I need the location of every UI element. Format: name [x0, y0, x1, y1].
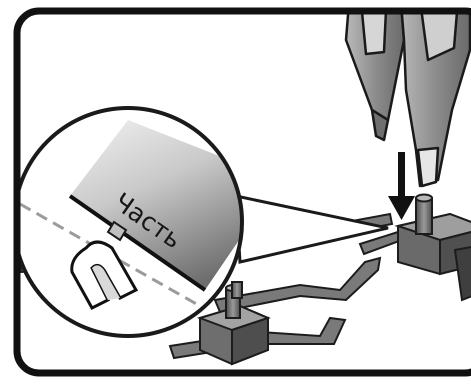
kit-peg-small [232, 282, 242, 298]
scene: Часть [14, 0, 471, 373]
